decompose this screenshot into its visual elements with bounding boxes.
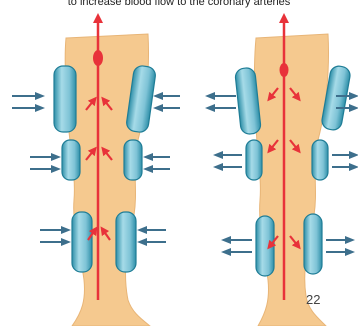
left-leg-group — [12, 18, 180, 326]
left-artery-bulge-icon — [93, 50, 103, 66]
page-number: 22 — [306, 292, 320, 307]
right-artery-bulge-icon — [280, 63, 289, 77]
right-leg-group — [210, 18, 354, 326]
